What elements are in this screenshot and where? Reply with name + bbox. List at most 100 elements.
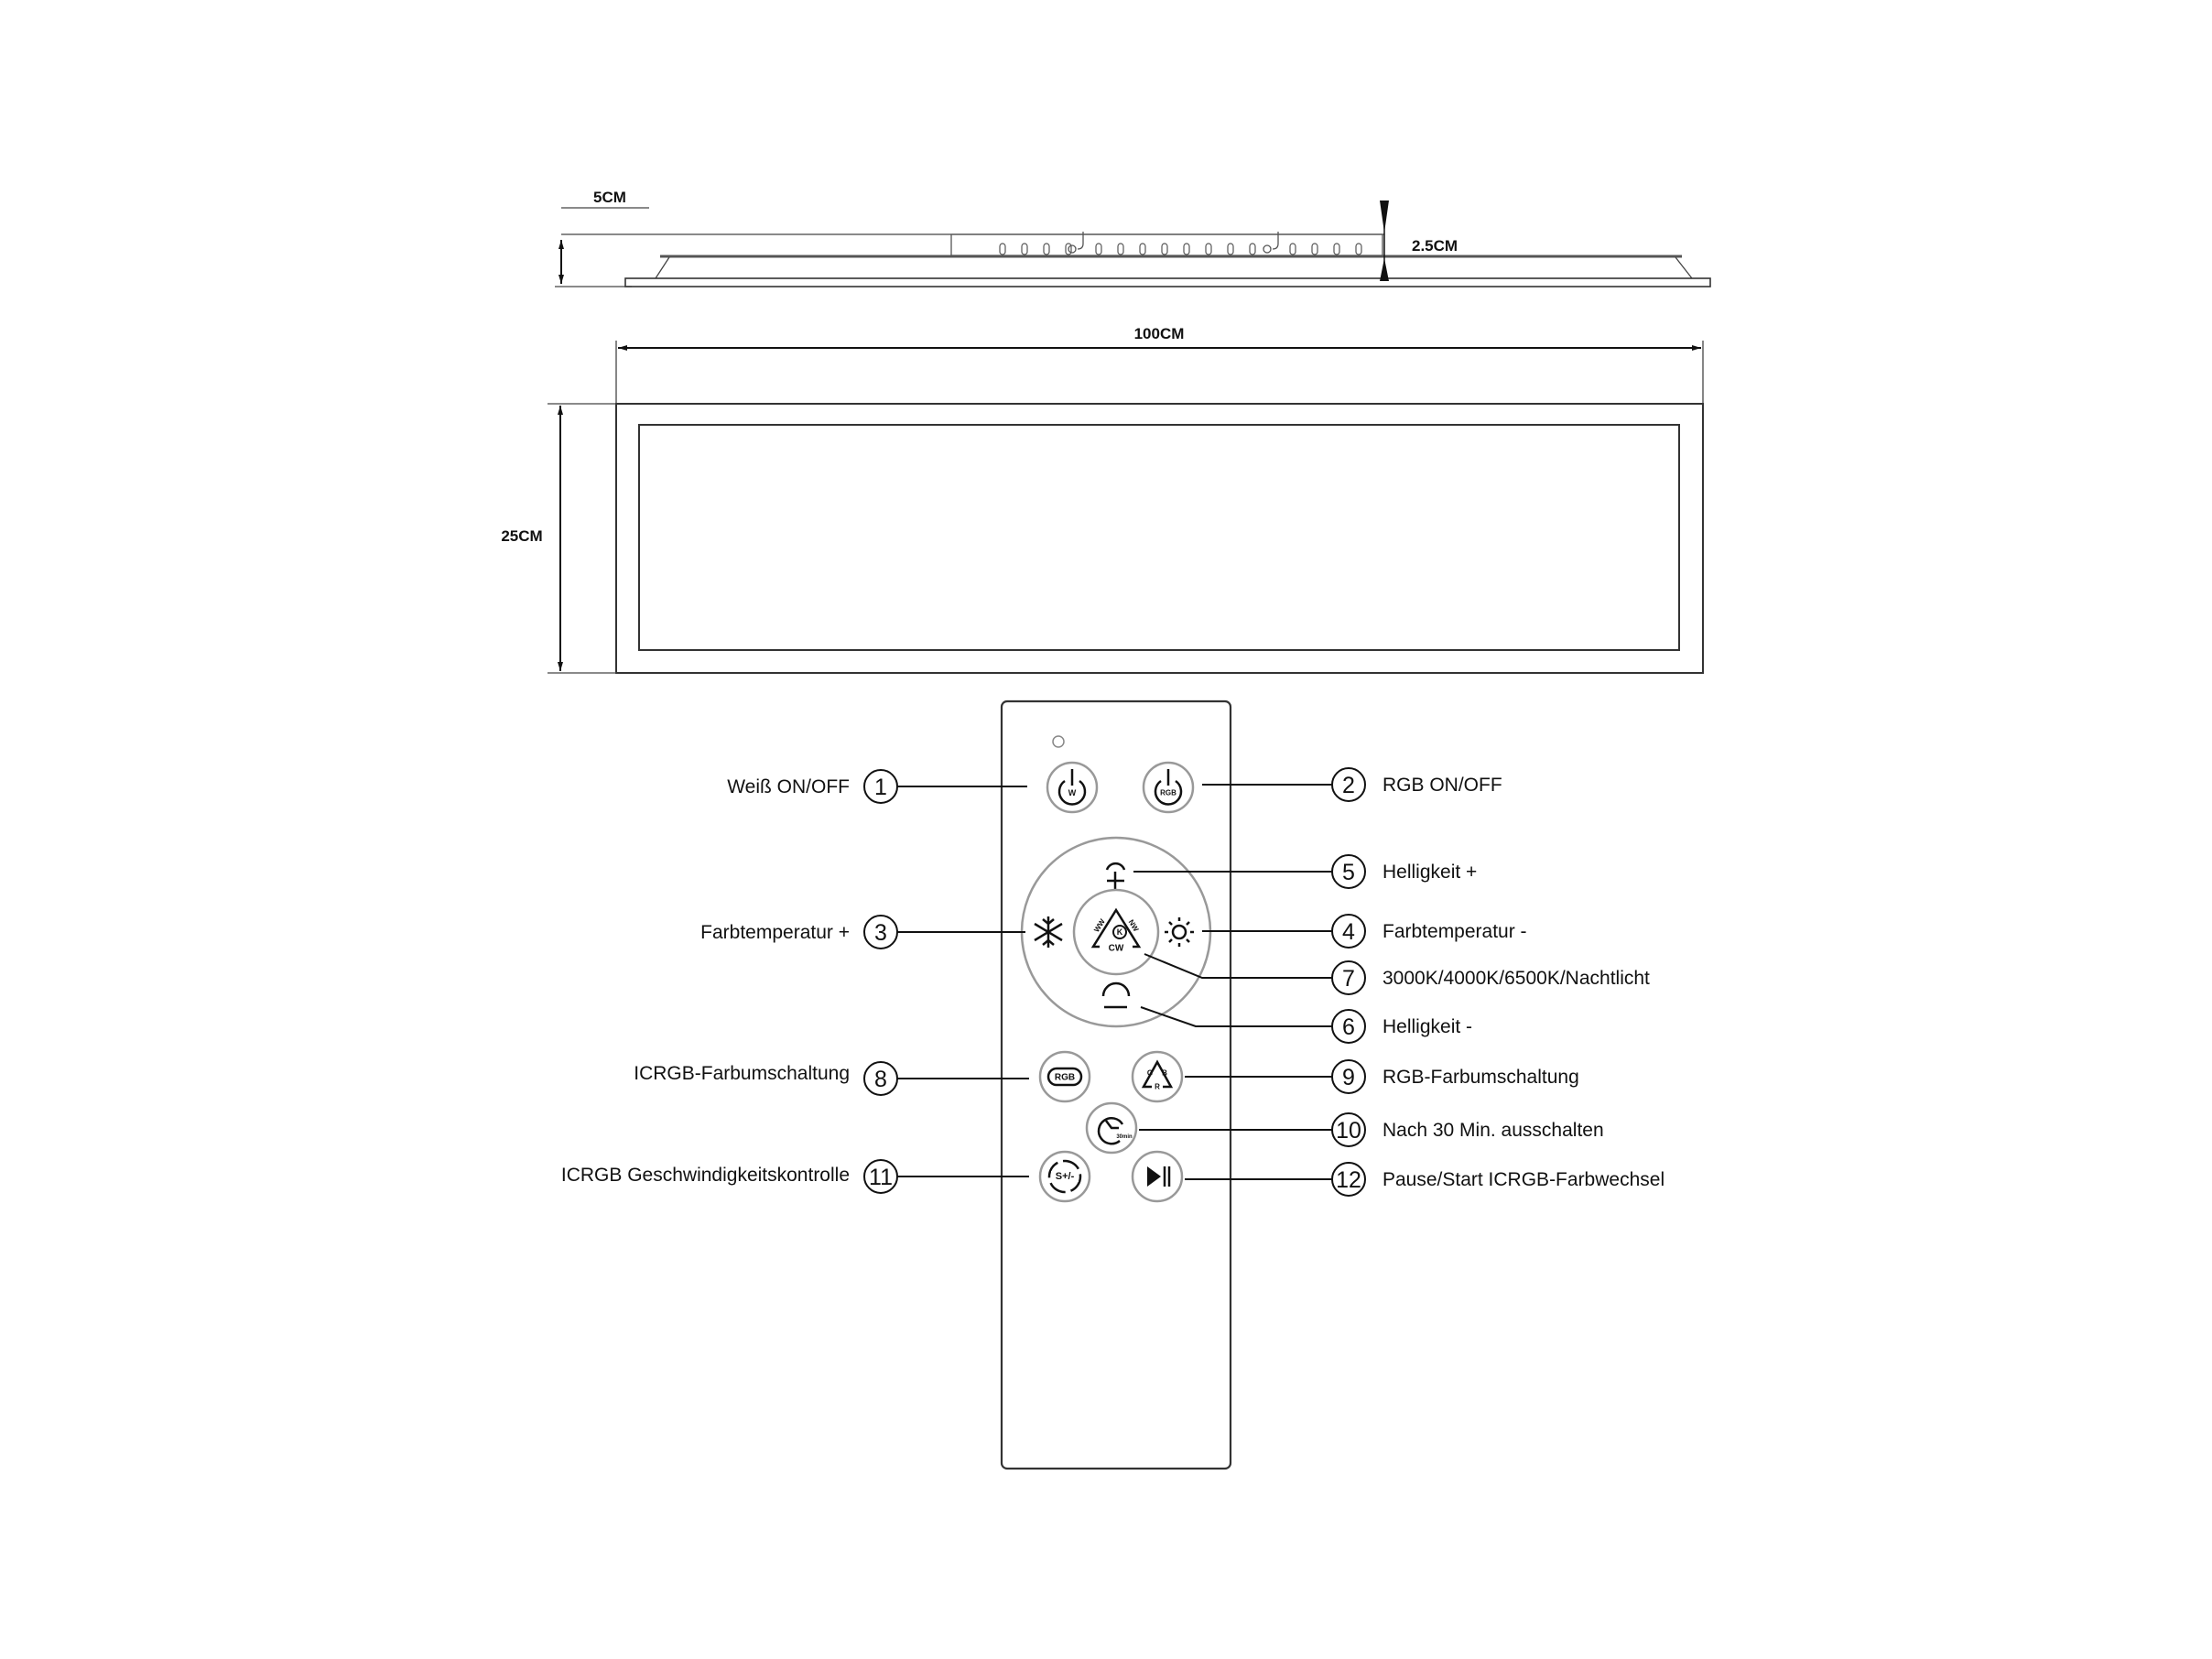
spring-clips: [999, 232, 1362, 255]
leader-line: [1144, 953, 1332, 979]
speed-text: S+/-: [1056, 1171, 1075, 1182]
brightness-up-icon: [1105, 862, 1126, 871]
remote-body: [1000, 699, 1232, 1470]
clip: [1021, 243, 1028, 255]
brightness-up-button[interactable]: [1105, 862, 1126, 890]
mounting-hook: [1068, 232, 1084, 254]
callout-number: 7: [1342, 966, 1355, 992]
callout-label: ICRGB-Farbumschaltung: [634, 1063, 850, 1084]
panel-light-area: [638, 424, 1680, 651]
callout-label: RGB-Farbumschaltung: [1382, 1067, 1579, 1088]
depth-label: 5CM: [593, 189, 626, 206]
callout-label: 3000K/4000K/6500K/Nachtlicht: [1382, 968, 1650, 989]
length-label: 100CM: [1134, 325, 1185, 342]
callout-6: 6 Helligkeit -: [1140, 1006, 1472, 1044]
callouts-left: Weiß ON/OFF 1 Farbtemperatur + 3 ICRGB-F…: [561, 769, 1029, 1194]
rgb-power-button[interactable]: RGB: [1142, 761, 1195, 814]
white-power-button[interactable]: W: [1046, 761, 1099, 814]
clip: [1043, 243, 1050, 255]
width-label: 25CM: [501, 527, 542, 545]
brightness-down-button[interactable]: [1101, 981, 1131, 1009]
callouts-right: 2 RGB ON/OFF 5 Helligkeit + 4 Farbtemper…: [1133, 767, 1664, 1197]
clip: [1333, 243, 1340, 255]
timer-30min-button[interactable]: 30min: [1085, 1101, 1138, 1155]
callout-11: ICRGB Geschwindigkeitskontrolle 11: [561, 1159, 1029, 1194]
cycle-icon: [1046, 1067, 1083, 1087]
callout-label: Helligkeit +: [1382, 862, 1477, 883]
callout-number: 1: [874, 775, 887, 800]
sun-icon: [1165, 917, 1194, 947]
callout-4: 4 Farbtemperatur -: [1202, 914, 1527, 949]
clip: [1249, 243, 1256, 255]
clip: [1161, 243, 1168, 255]
rgb-g-text: G: [1147, 1069, 1153, 1078]
callout-number: 6: [1342, 1014, 1355, 1040]
callout-number: 5: [1342, 860, 1355, 885]
indicator-led: [1052, 735, 1065, 748]
height-arrow-top: [1380, 201, 1389, 233]
callout-12: 12 Pause/Start ICRGB-Farbwechsel: [1185, 1162, 1664, 1197]
clip: [1227, 243, 1234, 255]
k-badge: [1112, 925, 1127, 939]
clip: [1095, 243, 1102, 255]
clip: [1117, 243, 1124, 255]
callout-7: 7 3000K/4000K/6500K/Nachtlicht: [1144, 953, 1650, 995]
clip: [1205, 243, 1212, 255]
icrgb-color-cycle-button[interactable]: RGB: [1038, 1050, 1091, 1103]
speed-cycle-icon: [1047, 1159, 1082, 1194]
clip: [1139, 243, 1146, 255]
callout-3: Farbtemperatur + 3: [700, 915, 1025, 949]
callout-number: 2: [1342, 773, 1355, 798]
callout-label: Farbtemperatur +: [700, 922, 850, 943]
icrgb-cycle-text: RGB: [1055, 1073, 1075, 1083]
clip: [1065, 243, 1072, 255]
callout-number: 12: [1336, 1167, 1361, 1193]
cct-cw-text: CW: [1109, 944, 1124, 954]
callout-number: 8: [874, 1067, 887, 1092]
callout-label: RGB ON/OFF: [1382, 775, 1502, 796]
callout-8: ICRGB-Farbumschaltung 8: [634, 1061, 1029, 1096]
clip: [1355, 243, 1362, 255]
callout-label: Farbtemperatur -: [1382, 921, 1527, 942]
callout-1: Weiß ON/OFF 1: [727, 769, 1027, 804]
side-view: 5CM 2.5CM: [555, 189, 1711, 287]
panel-left-bevel: [655, 256, 670, 279]
height-label: 2.5CM: [1412, 237, 1458, 255]
height-arrow-bottom: [1380, 258, 1389, 281]
brightness-down-icon: [1101, 981, 1131, 997]
panel-outer-frame: [615, 403, 1704, 674]
panel-frame-side: [624, 277, 1711, 287]
cct-cycle-button[interactable]: K WW NW CW: [1072, 888, 1160, 976]
clip: [1183, 243, 1190, 255]
callout-number: 11: [869, 1165, 893, 1190]
callout-5: 5 Helligkeit +: [1133, 854, 1477, 889]
callout-label: Nach 30 Min. ausschalten: [1382, 1120, 1604, 1141]
front-view: 100CM 25CM: [501, 325, 1704, 674]
callout-9: 9 RGB-Farbumschaltung: [1185, 1059, 1579, 1094]
rgb-color-cycle-button[interactable]: G B R: [1131, 1050, 1184, 1103]
clip: [1289, 243, 1296, 255]
timer-icon: [1097, 1117, 1124, 1145]
panel-right-bevel: [1675, 256, 1693, 279]
callout-label: Helligkeit -: [1382, 1016, 1472, 1037]
leader-line: [1140, 1006, 1332, 1027]
color-temp-cold-button[interactable]: [1034, 916, 1063, 948]
timer-text: 30min: [1116, 1134, 1133, 1140]
callout-number: 3: [874, 920, 887, 946]
cct-k-text: K: [1117, 927, 1123, 937]
callout-label: Pause/Start ICRGB-Farbwechsel: [1382, 1169, 1664, 1190]
icrgb-speed-button[interactable]: S+/-: [1038, 1150, 1091, 1203]
callout-number: 10: [1336, 1118, 1361, 1144]
power-icon: [1057, 779, 1087, 806]
play-pause-button[interactable]: [1131, 1150, 1184, 1203]
rgb-b-text: B: [1162, 1069, 1167, 1078]
mounting-hook: [1263, 232, 1279, 254]
callout-label: Weiß ON/OFF: [727, 776, 850, 797]
rgb-power-letter: RGB: [1160, 789, 1176, 797]
power-icon: [1154, 779, 1183, 806]
snowflake-icon: [1034, 916, 1063, 948]
callout-number: 4: [1342, 919, 1355, 945]
callout-number: 9: [1342, 1065, 1355, 1090]
color-temp-warm-button[interactable]: [1165, 917, 1194, 947]
clip: [999, 243, 1006, 255]
